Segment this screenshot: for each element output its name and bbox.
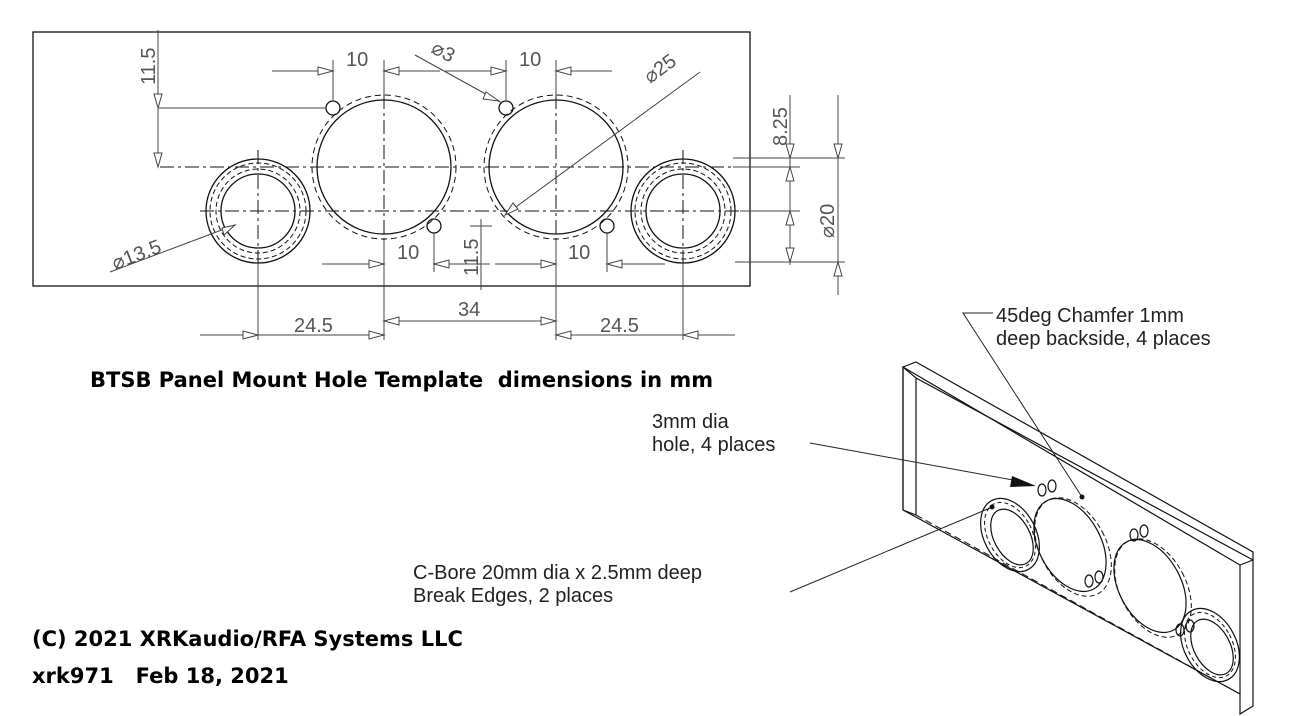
dim-phi25: ⌀25 bbox=[640, 50, 681, 88]
leader-arrow-hole bbox=[1010, 476, 1036, 487]
cbore-left-hole-chamfer bbox=[215, 168, 301, 254]
dim-10-bottom-right: 10 bbox=[568, 242, 590, 264]
dim-phi20: ⌀20 bbox=[817, 204, 839, 238]
notes: 45deg Chamfer 1mm deep backside, 4 place… bbox=[413, 305, 1211, 607]
note-hole-line2: hole, 4 places bbox=[652, 434, 775, 456]
small-hole-1 bbox=[325, 100, 341, 116]
note-chamfer-line1: 45deg Chamfer 1mm bbox=[996, 305, 1184, 327]
author-date-line: xrk971 Feb 18, 2021 bbox=[32, 664, 289, 688]
iso-cbore-right-inner bbox=[1190, 618, 1234, 676]
iso-panel-top bbox=[902, 361, 1254, 560]
hole-25-right-chamfer bbox=[483, 94, 629, 240]
center-lines bbox=[160, 95, 745, 270]
iso-cbore-left-outer bbox=[980, 497, 1040, 573]
hole-25-left-chamfer bbox=[311, 94, 457, 240]
iso-cbore-left-inner bbox=[990, 508, 1034, 566]
note-chamfer-line2: deep backside, 4 places bbox=[996, 328, 1211, 350]
iso-hole-25-left-chamfer bbox=[1034, 497, 1112, 597]
dim-24-5-right: 24.5 bbox=[600, 315, 639, 337]
small-hole-3 bbox=[426, 218, 442, 234]
hole-25-left bbox=[316, 99, 452, 235]
dim-34: 34 bbox=[458, 299, 480, 321]
dim-24-5-left: 24.5 bbox=[294, 315, 333, 337]
dim-10-top-right: 10 bbox=[519, 49, 541, 71]
dim-phi3: ⌀3 bbox=[428, 37, 459, 67]
cbore-right-hole-chamfer bbox=[640, 168, 726, 254]
cbore-left-hole bbox=[220, 173, 296, 249]
note-cbore-line1: C-Bore 20mm dia x 2.5mm deep bbox=[413, 562, 702, 584]
hole-25-right bbox=[488, 99, 624, 235]
small-hole-4 bbox=[599, 218, 615, 234]
iso-cbore-left-break bbox=[984, 501, 1036, 569]
isometric-view bbox=[902, 361, 1254, 716]
drawing-title: BTSB Panel Mount Hole Template dimension… bbox=[90, 368, 713, 392]
cbore-right-hole bbox=[645, 173, 721, 249]
dim-8-25: 8.25 bbox=[770, 107, 792, 146]
leader-dot-cbore bbox=[989, 504, 995, 510]
iso-cbore-right-break bbox=[1184, 611, 1236, 679]
note-leaders bbox=[789, 312, 1083, 593]
small-hole-2 bbox=[498, 100, 514, 116]
dim-11-5-bottom: 11.5 bbox=[461, 239, 483, 276]
dimension-lines bbox=[109, 30, 845, 340]
copyright-line: (C) 2021 XRKaudio/RFA Systems LLC bbox=[32, 627, 463, 651]
dim-11-5-top: 11.5 bbox=[138, 48, 160, 85]
cbore-right-break bbox=[634, 162, 732, 260]
dim-10-bottom-left: 10 bbox=[397, 242, 419, 264]
panel-outline bbox=[32, 31, 751, 287]
iso-cbore-right-outer bbox=[1180, 607, 1240, 683]
front-view bbox=[32, 31, 751, 287]
note-cbore-line2: Break Edges, 2 places bbox=[413, 585, 613, 607]
cbore-left-break bbox=[209, 162, 307, 260]
dim-phi13-5: ⌀13.5 bbox=[109, 236, 164, 275]
note-hole-line1: 3mm dia bbox=[652, 411, 730, 433]
arrowheads bbox=[153, 66, 843, 340]
leader-dot-chamfer bbox=[1079, 494, 1085, 500]
dim-10-top-left: 10 bbox=[346, 49, 368, 71]
